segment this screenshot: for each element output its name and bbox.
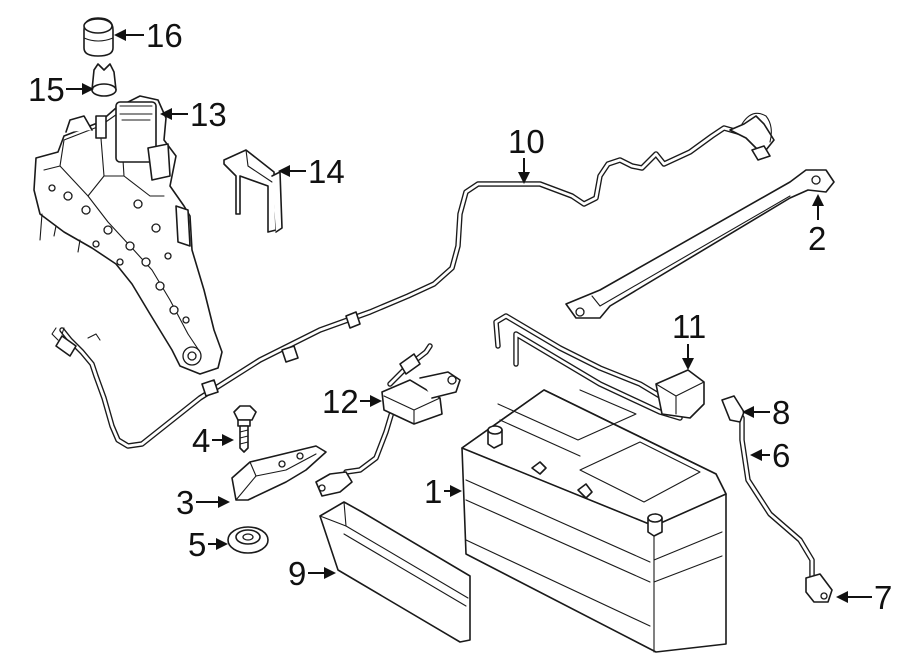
part-5-grommet bbox=[227, 526, 269, 554]
svg-text:4: 4 bbox=[192, 422, 210, 459]
part-4-bolt bbox=[233, 405, 257, 453]
part-15-clip bbox=[91, 63, 117, 97]
svg-text:1: 1 bbox=[424, 473, 442, 510]
part-3-hold-down-clamp bbox=[231, 445, 327, 501]
callout-16: 16 bbox=[114, 17, 183, 54]
part-10-cable bbox=[51, 112, 775, 449]
callout-8: 8 bbox=[742, 394, 790, 431]
part-11-positive-cable bbox=[493, 313, 705, 421]
svg-text:2: 2 bbox=[808, 220, 826, 257]
part-14-bracket bbox=[223, 149, 283, 233]
svg-text:6: 6 bbox=[772, 437, 790, 474]
svg-text:8: 8 bbox=[772, 394, 790, 431]
svg-text:16: 16 bbox=[146, 17, 183, 54]
svg-text:13: 13 bbox=[190, 96, 227, 133]
callout-4: 4 bbox=[192, 422, 234, 459]
svg-text:15: 15 bbox=[28, 71, 65, 108]
callout-7: 7 bbox=[836, 579, 892, 616]
callout-15: 15 bbox=[28, 71, 94, 108]
callout-13: 13 bbox=[160, 96, 227, 133]
part-1-battery bbox=[461, 389, 727, 653]
callout-6: 6 bbox=[750, 437, 790, 474]
callout-12: 12 bbox=[322, 383, 382, 420]
callout-9: 9 bbox=[288, 555, 336, 592]
svg-text:12: 12 bbox=[322, 383, 359, 420]
svg-text:10: 10 bbox=[508, 123, 545, 160]
part-9-insulator bbox=[319, 501, 471, 643]
callout-3: 3 bbox=[176, 484, 230, 521]
part-12-negative-cable bbox=[315, 343, 461, 497]
svg-text:9: 9 bbox=[288, 555, 306, 592]
part-13-battery-tray bbox=[33, 95, 223, 375]
callout-2: 2 bbox=[808, 194, 826, 257]
part-2-hold-down-bar bbox=[565, 169, 835, 319]
callout-5: 5 bbox=[188, 526, 228, 563]
part-6-part-8-sensor-wire bbox=[721, 395, 833, 603]
part-16-cap bbox=[83, 17, 114, 57]
svg-text:7: 7 bbox=[874, 579, 892, 616]
callout-14: 14 bbox=[278, 153, 345, 190]
svg-text:11: 11 bbox=[672, 308, 706, 345]
svg-text:14: 14 bbox=[308, 153, 345, 190]
callout-10: 10 bbox=[508, 123, 545, 184]
svg-text:3: 3 bbox=[176, 484, 194, 521]
callout-11: 11 bbox=[672, 308, 706, 370]
svg-text:5: 5 bbox=[188, 526, 206, 563]
callout-1: 1 bbox=[424, 473, 462, 510]
